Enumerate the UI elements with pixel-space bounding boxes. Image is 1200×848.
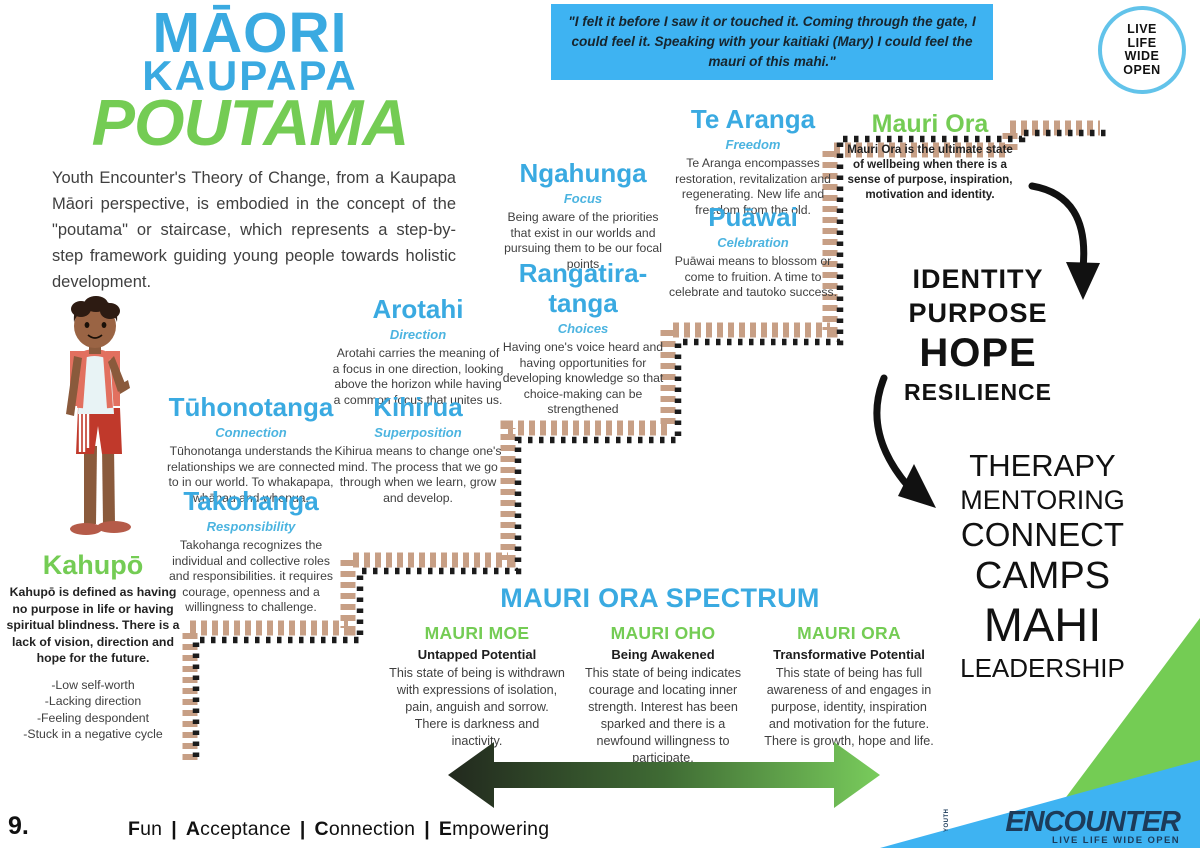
separator: |	[299, 818, 306, 840]
spectrum-double-arrow	[448, 742, 880, 808]
step-subtitle: Choices	[557, 321, 609, 336]
step-name: Te Aranga	[690, 104, 816, 134]
spectrum-description: This state of being has full awareness o…	[764, 666, 934, 748]
spectrum-description: This state of being is withdrawn with ex…	[389, 666, 565, 748]
intro-paragraph: Youth Encounter's Theory of Change, from…	[52, 169, 456, 291]
mauri-ora-title: Mauri Ora	[871, 110, 989, 138]
service-word: MENTORING	[960, 485, 1125, 515]
step-name: Tūhonotanga	[168, 392, 334, 422]
value-fun: Fun	[128, 818, 163, 840]
spectrum-subheading: Transformative Potential	[773, 647, 925, 662]
values-strip: Fun | Acceptance | Connection | Empowering	[128, 818, 549, 841]
step-subtitle: Focus	[563, 191, 603, 206]
mauri-ora-summary: Mauri Ora Mauri Ora is the ultimate stat…	[842, 110, 1018, 202]
kahupo-bullet: -Low self-worth	[51, 677, 135, 692]
step-description: Being aware of the priorities that exist…	[504, 210, 662, 271]
step-arotahi: Arotahi Direction Arotahi carries the me…	[332, 294, 504, 408]
live-life-wide-open-badge: LIVE LIFE WIDE OPEN	[1098, 6, 1186, 94]
spectrum-column-mauri-oho: MAURI OHO Being Awakened This state of b…	[574, 622, 752, 767]
step-subtitle: Superposition	[374, 425, 462, 440]
spectrum-subheading: Being Awakened	[611, 647, 715, 662]
outcome-word: HOPE	[919, 331, 1037, 375]
step-te-aranga: Te Aranga Freedom Te Aranga encompasses …	[667, 104, 839, 218]
encounter-logo-tagline: LIVE LIFE WIDE OPEN	[1052, 835, 1180, 846]
step-tuhonotanga: Tūhonotanga Connection Tūhonotanga under…	[166, 392, 336, 506]
spectrum-subheading: Untapped Potential	[417, 647, 537, 662]
encounter-logo: YOUTH ENCOUNTER LIVE LIFE WIDE OPEN	[940, 806, 1181, 846]
kahupo-description: Kahupō is defined as having no purpose i…	[6, 585, 180, 665]
kahupo-block: Kahupō Kahupō is defined as having no pu…	[4, 549, 182, 743]
step-kihirua: Kihirua Superposition Kihirua means to c…	[332, 392, 504, 506]
encounter-logo-prefix: YOUTH	[944, 808, 950, 833]
step-rangatiratanga: Rangatira-tanga Choices Having one's voi…	[497, 258, 669, 418]
badge-line-2: LIFE	[1127, 35, 1157, 50]
step-name: Kihirua	[373, 392, 463, 422]
step-description: Te Aranga encompasses restoration, revit…	[675, 156, 831, 217]
step-takohanga: Takohanga Responsibility Takohanga recog…	[166, 486, 336, 616]
kahupo-bullet: -Stuck in a negative cycle	[23, 727, 163, 741]
spectrum-title: MAURI ORA SPECTRUM	[500, 583, 820, 613]
outcome-word: RESILIENCE	[903, 379, 1053, 405]
step-subtitle: Direction	[389, 327, 447, 342]
outcomes-wordstack: IDENTITY PURPOSE HOPE RESILIENCE	[898, 262, 1058, 408]
badge-line-1: LIVE	[1127, 22, 1157, 36]
service-word: LEADERSHIP	[960, 653, 1125, 683]
step-subtitle: Celebration	[717, 235, 789, 250]
spectrum-heading: MAURI MOE	[424, 623, 530, 643]
step-description: Kihirua means to change one's mind. The …	[334, 444, 502, 505]
service-word: CONNECT	[960, 516, 1125, 553]
value-connection: Connection	[314, 818, 416, 840]
step-name: Puāwai	[708, 202, 798, 232]
value-empowering: Empowering	[438, 818, 550, 840]
spectrum-description: This state of being indicates courage an…	[584, 666, 742, 765]
step-description: Having one's voice heard and having oppo…	[502, 340, 664, 416]
step-name: Takohanga	[183, 486, 319, 516]
spectrum-heading: MAURI OHO	[610, 623, 716, 643]
service-word: CAMPS	[974, 555, 1111, 597]
quote-box: "I felt it before I saw it or touched it…	[551, 4, 993, 80]
service-word: THERAPY	[969, 448, 1116, 483]
mauri-ora-description: Mauri Ora is the ultimate state of wellb…	[847, 143, 1013, 201]
separator: |	[171, 818, 177, 840]
kahupo-bullet: -Lacking direction	[44, 694, 142, 708]
encounter-logo-word: ENCOUNTER	[1005, 806, 1181, 838]
arrowhead-down-left	[898, 464, 936, 508]
separator: |	[424, 818, 430, 840]
step-description: Takohanga recognizes the individual and …	[169, 538, 333, 614]
title-poutama: POUTAMA	[91, 86, 410, 159]
step-subtitle: Responsibility	[206, 519, 296, 534]
outcome-word: IDENTITY	[912, 264, 1044, 294]
step-subtitle: Connection	[215, 425, 287, 440]
kahupo-bullet: -Feeling despondent	[36, 710, 150, 725]
arrowhead-down-right	[1066, 262, 1100, 300]
service-word: MAHI	[983, 598, 1102, 651]
spectrum-heading: MAURI ORA	[797, 623, 901, 643]
step-description: Tūhonotanga understands the relationship…	[166, 444, 336, 505]
step-subtitle: Freedom	[725, 137, 781, 152]
step-ngahunga: Ngahunga Focus Being aware of the priori…	[497, 158, 669, 272]
youth-illustration	[66, 296, 131, 535]
value-acceptance: Acceptance	[185, 818, 291, 840]
step-name: Arotahi	[372, 294, 464, 324]
badge-line-3: WIDE	[1124, 49, 1160, 63]
badge-line-4: OPEN	[1123, 62, 1161, 77]
step-description: Puāwai means to blossom or come to fruit…	[668, 254, 838, 299]
step-name: Ngahunga	[519, 158, 647, 188]
services-wordstack: THERAPY MENTORING CONNECT CAMPS MAHI LEA…	[955, 448, 1130, 684]
step-puawai: Puāwai Celebration Puāwai means to bloss…	[667, 202, 839, 301]
curved-arrow-down-right	[1028, 182, 1088, 272]
step-description: Arotahi carries the meaning of a focus i…	[332, 346, 504, 407]
spectrum-column-mauri-moe: MAURI MOE Untapped Potential This state …	[388, 622, 566, 750]
page-number: 9.	[8, 812, 29, 840]
kahupo-title: Kahupō	[42, 550, 144, 580]
quote-text: "I felt it before I saw it or touched it…	[568, 14, 976, 69]
kahupo-bullets: -Low self-worth -Lacking direction -Feel…	[4, 677, 182, 743]
title-kaupapa: KAUPAPA	[142, 52, 358, 99]
spectrum-column-mauri-ora: MAURI ORA Transformative Potential This …	[760, 622, 938, 750]
outcome-word: PURPOSE	[908, 298, 1048, 328]
step-name: Rangatira-tanga	[518, 258, 648, 318]
title-maori: MĀORI	[152, 1, 348, 65]
